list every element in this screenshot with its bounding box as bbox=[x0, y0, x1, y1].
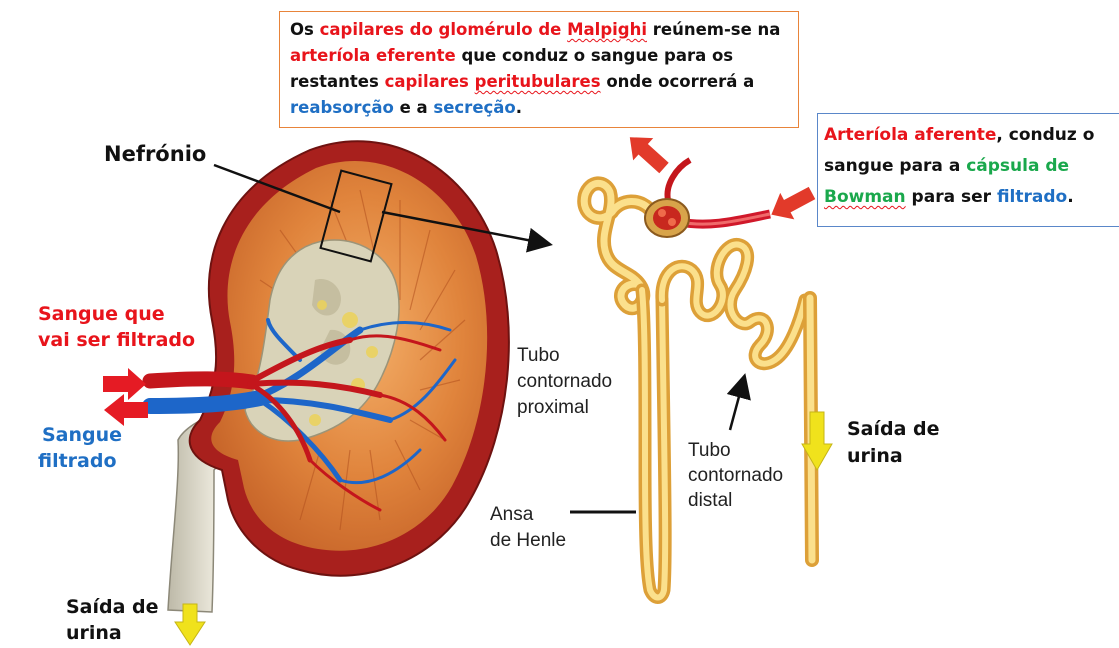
label-saida-urina-left-2: urina bbox=[66, 622, 122, 644]
kidney bbox=[150, 141, 509, 612]
arrow-in-red bbox=[103, 368, 146, 400]
blood-flow-arrows bbox=[103, 368, 148, 426]
label-ansa-1: Ansa bbox=[490, 502, 533, 527]
label-nefronio: Nefrónio bbox=[104, 142, 206, 166]
efferent-arteriole-callout: Os capilares do glomérulo de Malpighi re… bbox=[279, 11, 799, 128]
label-vai-ser-filtrado: vai ser filtrado bbox=[38, 329, 195, 351]
label-filtrado: filtrado bbox=[38, 450, 117, 472]
label-saida-urina-right-1: Saída de bbox=[847, 418, 940, 440]
label-saida-urina-right-2: urina bbox=[847, 445, 903, 467]
renal-vein bbox=[150, 398, 260, 406]
label-sangue: Sangue bbox=[42, 424, 122, 446]
glomerulus bbox=[645, 160, 770, 237]
distal-pointer-arrow bbox=[730, 378, 744, 430]
label-tubo-proximal-1: Tubo bbox=[517, 343, 560, 368]
efferent-flow-arrow bbox=[620, 126, 674, 179]
arrow-out-red bbox=[104, 394, 148, 426]
label-tubo-distal-1: Tubo bbox=[688, 438, 731, 463]
label-tubo-proximal-3: proximal bbox=[517, 395, 589, 420]
renal-artery bbox=[150, 379, 252, 382]
efferent-arteriole bbox=[668, 160, 690, 200]
label-ansa-2: de Henle bbox=[490, 528, 566, 553]
label-tubo-proximal-2: contornado bbox=[517, 369, 612, 394]
nephron bbox=[584, 183, 812, 597]
afferent-arteriole-callout: Arteríola aferente, conduz o sangue para… bbox=[817, 113, 1119, 227]
label-sangue-que: Sangue que bbox=[38, 303, 165, 325]
label-saida-urina-left-1: Saída de bbox=[66, 596, 159, 618]
afferent-flow-arrow bbox=[764, 180, 819, 228]
label-tubo-distal-3: distal bbox=[688, 488, 732, 513]
label-tubo-distal-2: contornado bbox=[688, 463, 783, 488]
